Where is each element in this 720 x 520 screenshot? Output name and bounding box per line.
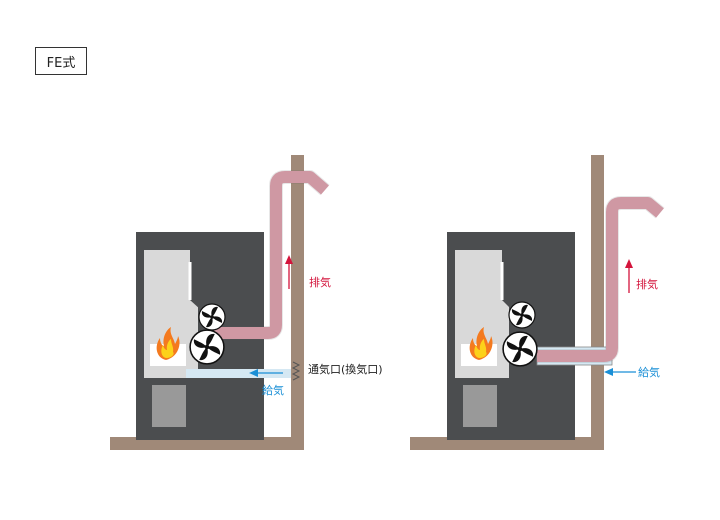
- supply-label: 給気: [262, 383, 284, 397]
- fan-icon: [502, 331, 538, 367]
- fan-icon: [508, 301, 536, 329]
- arrow-up-icon: [625, 259, 633, 293]
- right-floor: [410, 437, 604, 450]
- left-exhaust-duct: [206, 171, 329, 339]
- left-wall: [291, 155, 304, 450]
- left-installation: 排気 給気 通気口(換気口): [110, 155, 383, 450]
- arrow-left-icon: [249, 369, 283, 377]
- vent-label: 通気口(換気口): [308, 362, 383, 376]
- supply-label: 給気: [638, 365, 660, 379]
- right-wall: [591, 155, 604, 450]
- exhaust-label: 排気: [636, 277, 658, 291]
- right-installation: 排気 給気: [410, 155, 665, 450]
- vent-grille-icon: [291, 361, 301, 381]
- right-exhaust-duct: [537, 197, 664, 362]
- diagram-title: FE式: [35, 47, 87, 75]
- exhaust-label: 排気: [309, 275, 331, 289]
- left-supply-duct: [186, 369, 291, 378]
- arrow-up-icon: [285, 255, 293, 289]
- arrow-left-icon: [604, 368, 636, 376]
- left-floor: [110, 437, 304, 450]
- fan-icon: [189, 329, 225, 365]
- fan-icon: [198, 303, 226, 331]
